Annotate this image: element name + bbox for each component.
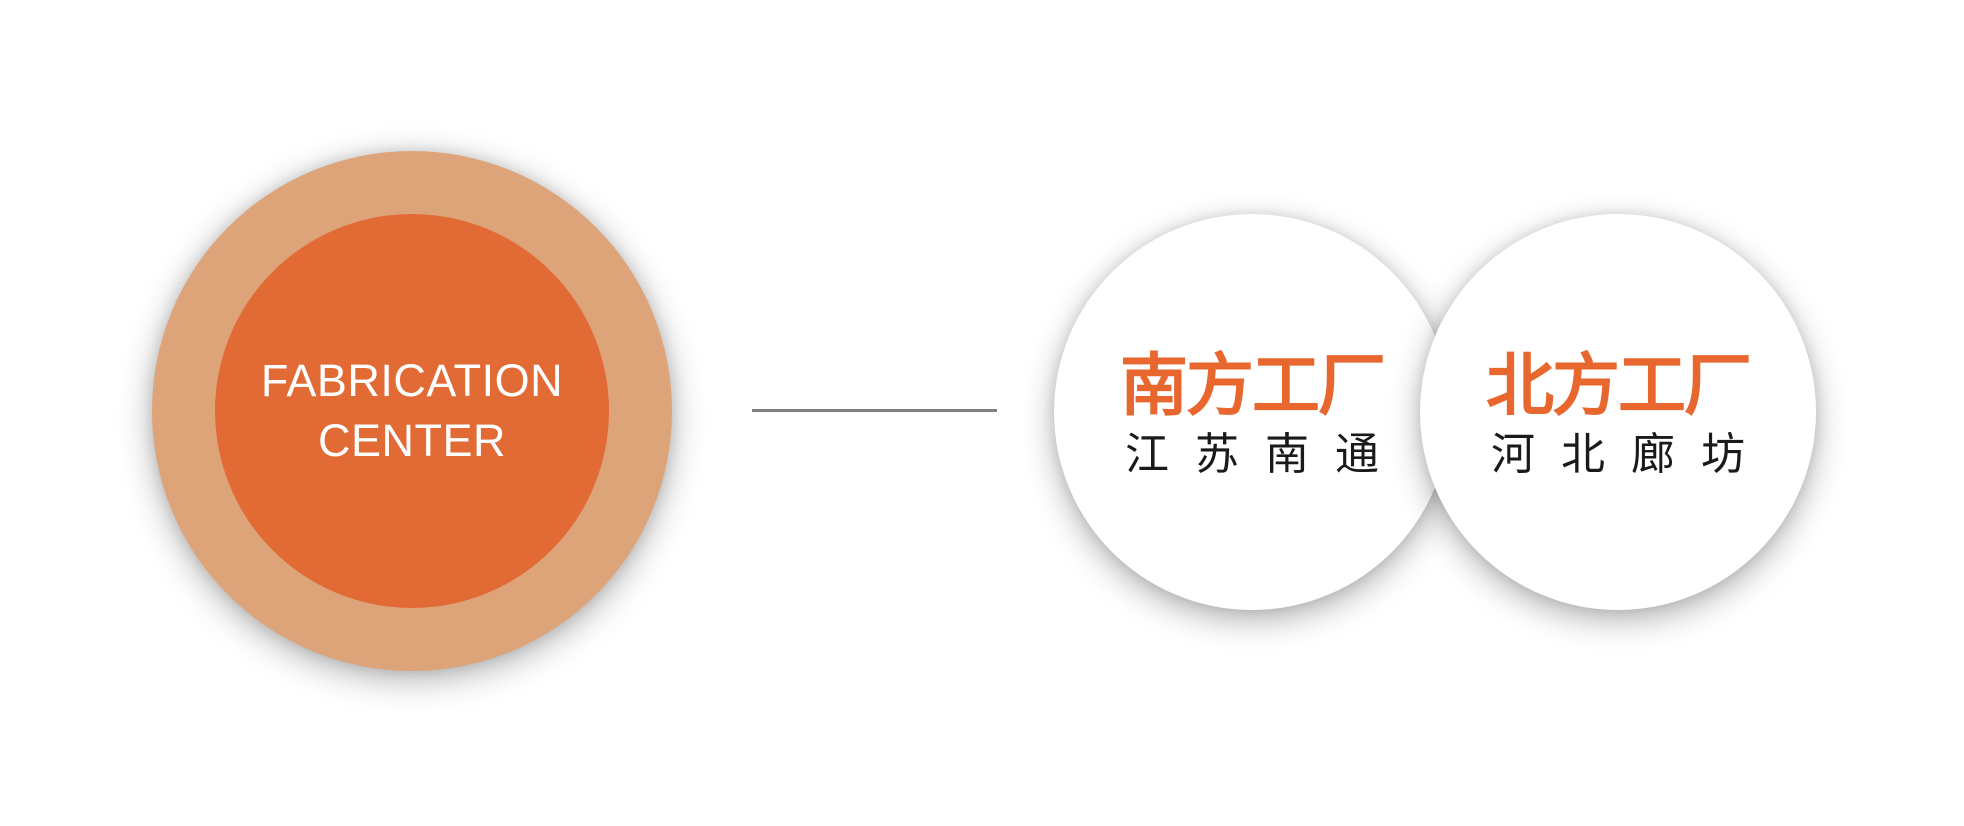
north-factory-name: 北方工厂 <box>1485 346 1752 426</box>
south-factory-location: 江苏南通 <box>1125 429 1405 480</box>
fabrication-center-label-line2: CENTER <box>317 415 506 466</box>
south-factory-circle: 南方工厂 江苏南通 <box>1054 214 1450 610</box>
south-factory-name: 南方工厂 <box>1119 346 1386 426</box>
fabrication-center-outer-ring: FABRICATION CENTER <box>152 151 672 671</box>
connector-line <box>752 409 997 412</box>
fabrication-center-label-line1: FABRICATION <box>260 355 564 406</box>
north-factory-circle: 北方工厂 河北廊坊 <box>1420 214 1816 610</box>
fabrication-center-core: FABRICATION CENTER <box>215 214 609 608</box>
north-factory-location: 河北廊坊 <box>1491 429 1771 480</box>
